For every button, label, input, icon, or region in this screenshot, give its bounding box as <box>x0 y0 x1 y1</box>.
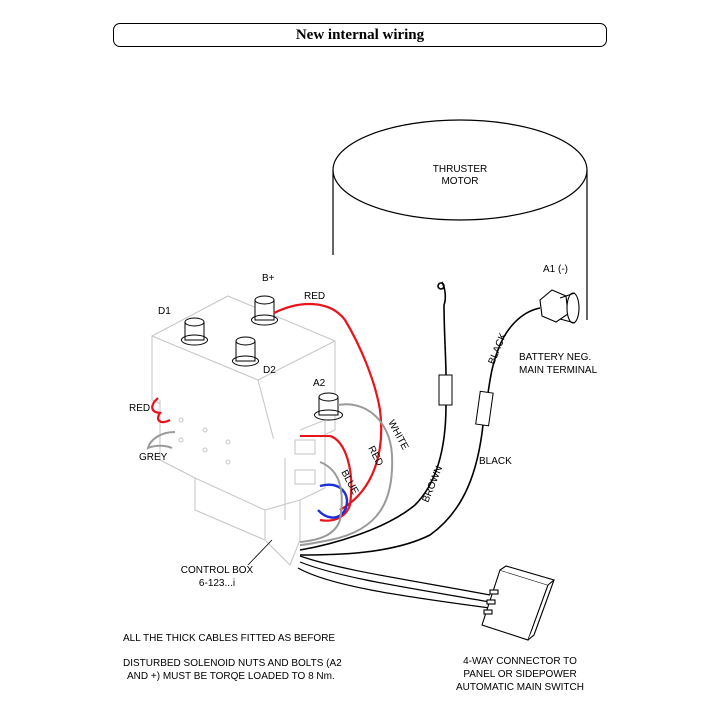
four-way-connector <box>481 565 556 641</box>
label-connector-line2: PANEL OR SIDEPOWER <box>463 669 576 680</box>
grey-wires <box>146 403 394 546</box>
note-torque-line1: DISTURBED SOLENOID NUTS AND BOLTS (A2 <box>123 658 342 669</box>
black-wire-fuse <box>475 390 494 427</box>
label-d1: D1 <box>158 306 171 317</box>
red-wires <box>151 302 383 522</box>
label-connector-line1: 4-WAY CONNECTOR TO <box>463 656 577 667</box>
label-b-plus: B+ <box>262 273 275 284</box>
label-control-box-line1: CONTROL BOX <box>181 565 254 576</box>
a1-terminal <box>539 289 580 324</box>
diagram-title: New internal wiring <box>113 23 607 47</box>
label-black: BLACK <box>479 456 512 467</box>
label-red-mid: RED <box>365 444 385 468</box>
label-battery-neg-line1: BATTERY NEG. <box>519 352 591 363</box>
terminal-a2 <box>314 392 343 421</box>
label-grey: GREY <box>139 452 168 463</box>
label-black-vertical: BLACK <box>487 331 510 366</box>
terminal-b-plus <box>251 295 278 326</box>
label-a2: A2 <box>313 378 326 389</box>
thruster-label-line2: MOTOR <box>441 176 478 187</box>
solenoid-block <box>151 295 336 566</box>
note-torque-line2: AND +) MUST BE TORQE LOADED TO 8 Nm. <box>127 671 335 682</box>
title-text: New internal wiring <box>295 26 425 43</box>
connector-cable <box>297 555 491 609</box>
blue-wire <box>317 483 349 519</box>
label-d2: D2 <box>263 365 276 376</box>
leader-lines <box>247 539 273 566</box>
black-wire <box>299 307 541 556</box>
label-battery-neg-line2: MAIN TERMINAL <box>519 365 598 376</box>
note-thick-cables: ALL THE THICK CABLES FITTED AS BEFORE <box>123 633 335 644</box>
label-red-top: RED <box>304 291 325 302</box>
label-a1: A1 (-) <box>543 264 568 275</box>
thruster-motor <box>332 119 588 320</box>
label-brown: BROWN <box>421 464 446 504</box>
control-box-connector <box>294 439 316 485</box>
brown-wire <box>299 281 447 551</box>
label-red-left: RED <box>129 403 150 414</box>
terminal-d1 <box>181 317 208 346</box>
label-control-box-line2: 6-123...i <box>199 578 235 589</box>
thruster-label-line1: THRUSTER <box>433 164 487 175</box>
label-connector-line3: AUTOMATIC MAIN SWITCH <box>456 682 584 693</box>
brown-wire-fuse <box>438 374 453 406</box>
terminal-d2 <box>232 336 259 367</box>
